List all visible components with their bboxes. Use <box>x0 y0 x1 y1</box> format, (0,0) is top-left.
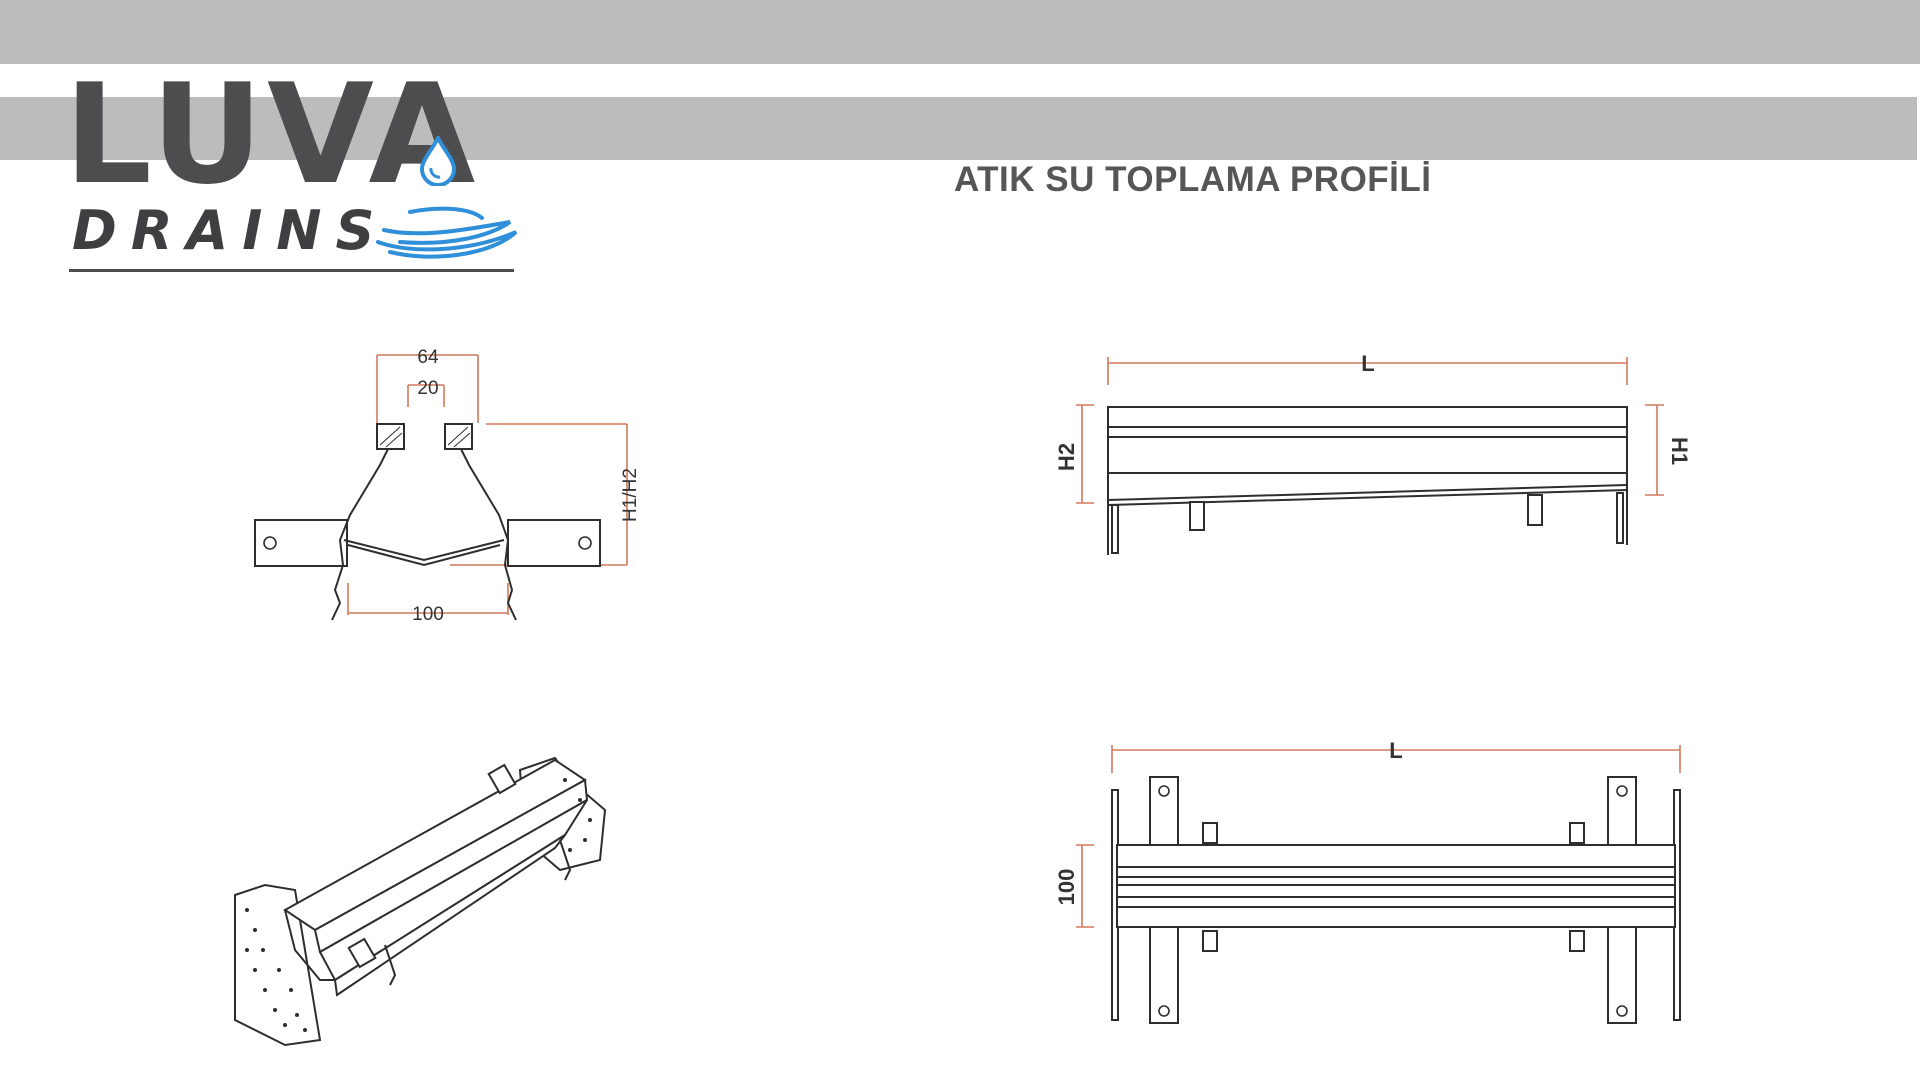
logo-underline <box>69 269 514 272</box>
dim-length-top: L <box>1389 738 1402 763</box>
water-drop-icon <box>419 136 457 186</box>
mounting-hole-left <box>263 536 277 550</box>
cross-section-dimension-lines <box>347 354 628 615</box>
side-view-dimension-lines <box>1076 357 1664 504</box>
dim-right-height: H1 <box>1667 437 1692 465</box>
water-wave-icon <box>376 206 518 259</box>
top-view-holes <box>1158 785 1628 1017</box>
page-title: ATIK SU TOPLAMA PROFİLİ <box>954 160 1432 199</box>
cross-section-drawing: 64 20 H1/H2 100 <box>254 347 641 625</box>
side-view-drawing: L H2 H1 <box>1054 351 1692 555</box>
dim-left-height: H2 <box>1054 443 1079 471</box>
isometric-view-drawing <box>234 756 607 1047</box>
side-view-profile <box>1107 406 1628 555</box>
dim-length-side: L <box>1361 351 1374 376</box>
dim-bottom: 100 <box>412 604 444 625</box>
isometric-holes <box>245 778 592 1032</box>
dim-height: H1/H2 <box>620 468 641 522</box>
dim-width: 100 <box>1054 869 1079 906</box>
isometric-profile <box>234 756 607 1047</box>
header-band-top <box>0 0 1920 64</box>
cross-section-profile <box>254 423 601 621</box>
top-view-drawing: L 100 <box>1054 738 1681 1024</box>
top-view-dimension-lines <box>1076 745 1681 928</box>
brand-name: LUVA <box>64 54 480 215</box>
mounting-hole-right <box>578 536 592 550</box>
dim-top-inner: 20 <box>417 378 438 399</box>
brand-tagline: DRAINS <box>72 199 389 262</box>
top-view-profile <box>1111 776 1681 1024</box>
header-band-middle <box>0 97 1917 160</box>
dim-top-outer: 64 <box>417 347 439 368</box>
cross-section-hatching <box>379 426 471 448</box>
